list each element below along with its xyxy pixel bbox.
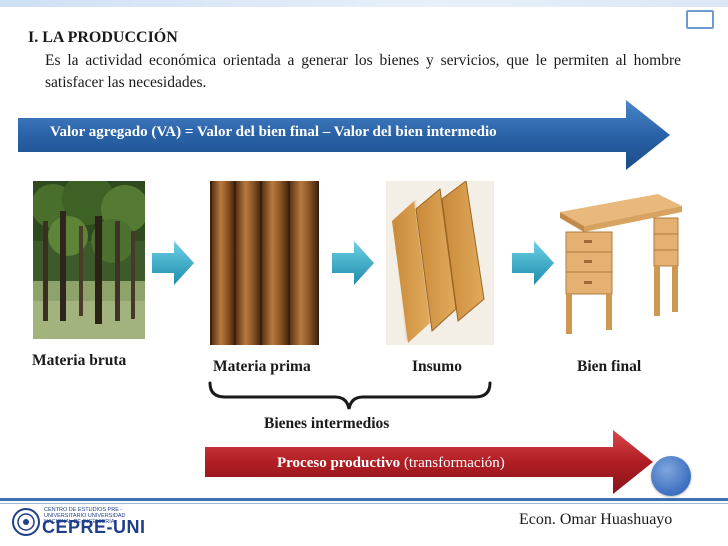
production-process-rest: (transformación) (400, 455, 505, 471)
intermediate-goods-bracket (208, 381, 492, 410)
production-process-banner (205, 430, 653, 494)
label-bienes-intermedios: Bienes intermedios (264, 415, 390, 432)
value-added-formula: Valor agregado (VA) = Valor del bien fin… (50, 124, 497, 140)
label-materia-prima: Materia prima (213, 358, 311, 375)
circle-decoration (651, 456, 691, 496)
step-arrow-3 (512, 241, 554, 285)
label-materia-bruta: Materia bruta (32, 352, 127, 369)
logo-cepre-uni: CEPRE-UNI (42, 517, 146, 537)
logo-institution-text: CENTRO DE ESTUDIOS PRE - UNIVERSITARIO U… (44, 507, 126, 525)
forest-image (33, 181, 145, 339)
footer (0, 504, 728, 546)
slide-description: Es la actividad económica orientada a ge… (45, 52, 681, 91)
wood-boards-image (386, 181, 494, 345)
step-arrow-1 (152, 241, 194, 285)
footer-line-thin (0, 503, 728, 504)
value-added-banner (18, 100, 670, 170)
author-name: Econ. Omar Huashuayo (519, 511, 673, 528)
logs-image (210, 181, 319, 345)
slide-heading: I. LA PRODUCCIÓN (28, 29, 178, 46)
cepre-uni-seal-icon (12, 508, 40, 536)
production-process-bold: Proceso productivo (277, 455, 401, 471)
desk-image (558, 188, 684, 340)
production-process-text: Proceso productivo (transformación) (277, 455, 505, 472)
label-insumo: Insumo (412, 358, 462, 375)
top-decorative-strip (0, 0, 728, 7)
corner-decoration (686, 10, 714, 29)
step-arrow-2 (332, 241, 374, 285)
label-bien-final: Bien final (577, 358, 642, 375)
footer-line (0, 498, 728, 501)
